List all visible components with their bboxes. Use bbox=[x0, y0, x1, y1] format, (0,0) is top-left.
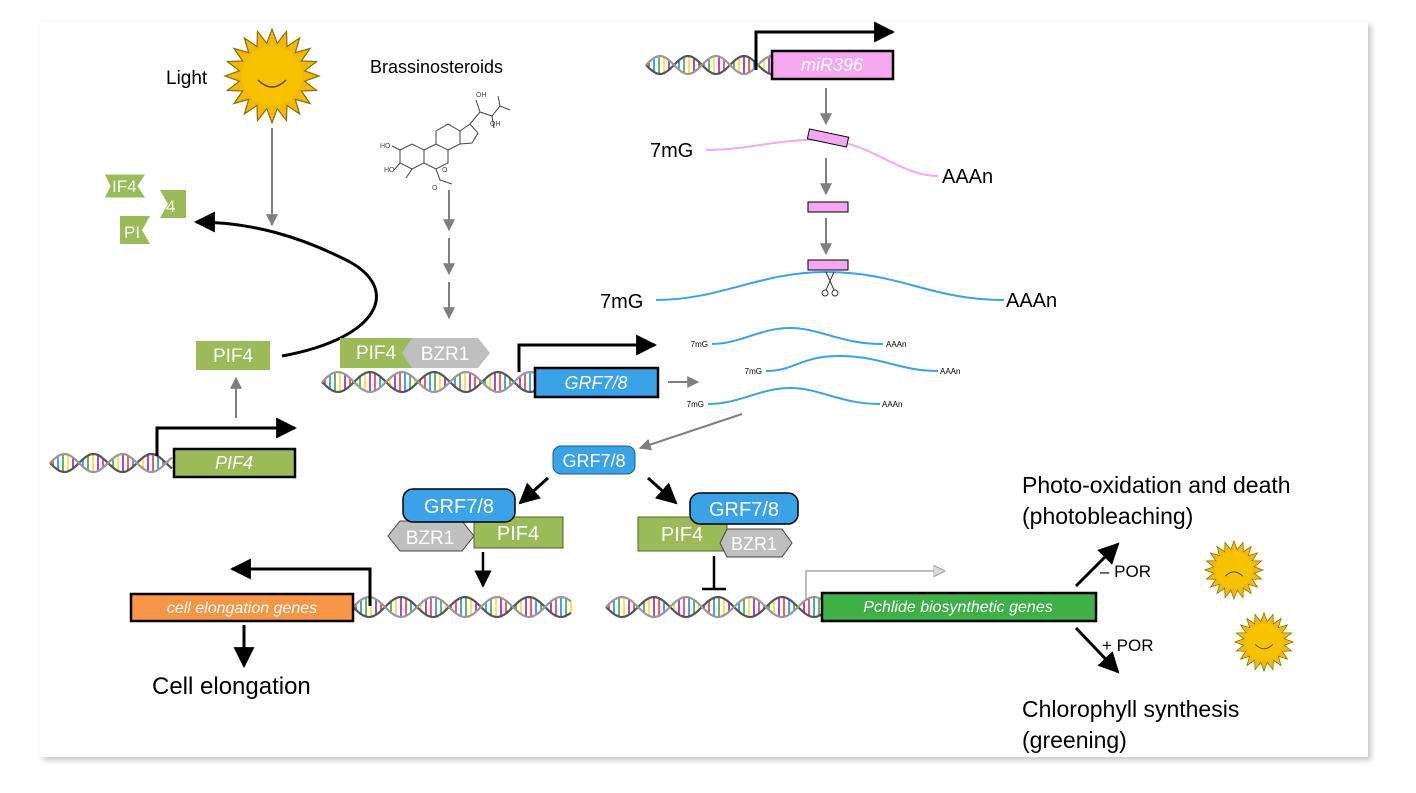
cell-elongation-genes bbox=[129, 592, 355, 623]
fragment-label: IF4 bbox=[112, 177, 137, 196]
degraded-pif4-fragments: IF4 4 PI bbox=[103, 173, 186, 244]
grf78-protein-activating bbox=[402, 488, 516, 523]
mir396-gene bbox=[770, 49, 895, 81]
target-mrna-cap: 7mG bbox=[600, 291, 643, 313]
sun-icon bbox=[1233, 611, 1295, 673]
grf78-protein-label: GRF7/8 bbox=[562, 451, 625, 471]
grf78-to-activation-arrow bbox=[518, 476, 549, 505]
svg-text:AAAn: AAAn bbox=[940, 367, 960, 376]
pchlide-genes-label: Pchlide biosynthetic genes bbox=[863, 599, 1052, 616]
dna-helix-icon bbox=[321, 370, 535, 394]
bzr1-activating-label: BZR1 bbox=[406, 528, 455, 549]
fragment-label: PI bbox=[124, 223, 140, 242]
minus-por-label: – POR bbox=[1100, 562, 1151, 581]
grf78-protein-repressing bbox=[689, 492, 799, 525]
pif4-gene-label: PIF4 bbox=[215, 453, 253, 473]
pri-mirna-polya: AAAn bbox=[942, 166, 993, 188]
bzr1-bound-label: BZR1 bbox=[421, 344, 470, 365]
plus-por-arrow bbox=[1074, 626, 1120, 674]
repression-bar bbox=[702, 556, 726, 591]
photo-oxidation-label: Photo-oxidation and death bbox=[1022, 472, 1291, 498]
pif4-activating-label: PIF4 bbox=[497, 523, 539, 545]
mir396-promoter-arrow bbox=[754, 21, 896, 70]
dna-helix-icon bbox=[352, 595, 572, 619]
grf78-gene bbox=[533, 366, 660, 399]
pif4-repressing-label: PIF4 bbox=[661, 524, 703, 546]
plus-por-label: + POR bbox=[1102, 636, 1154, 655]
dna-helix-icon bbox=[49, 452, 173, 474]
sun-icon bbox=[1203, 539, 1265, 601]
pif4-protein-label: PIF4 bbox=[213, 346, 254, 367]
pif4-bound-label: PIF4 bbox=[356, 343, 397, 364]
grf78-to-repression-arrow bbox=[647, 476, 678, 505]
dna-helix-icon bbox=[645, 54, 773, 76]
scissors-icon bbox=[821, 271, 839, 297]
grf78-activating-label: GRF7/8 bbox=[424, 496, 494, 518]
svg-text:AAAn: AAAn bbox=[882, 400, 902, 409]
pchlide-biosynthetic-genes bbox=[820, 591, 1098, 623]
figure-frame bbox=[40, 22, 1368, 757]
svg-text:7mG: 7mG bbox=[745, 367, 762, 376]
brassinosteroid-structure-icon: HO HO O O OH OH bbox=[380, 92, 511, 192]
dna-helix-icon bbox=[605, 595, 823, 619]
mirna-duplex bbox=[806, 128, 850, 148]
grf78-repressing-label: GRF7/8 bbox=[709, 499, 779, 521]
pif4-promoter-arrow bbox=[155, 417, 298, 456]
svg-text:AAAn: AAAn bbox=[886, 340, 906, 349]
fragment-label: 4 bbox=[166, 197, 175, 216]
svg-text:OH: OH bbox=[490, 121, 501, 128]
svg-text:HO: HO bbox=[384, 167, 395, 174]
degradation-arrow bbox=[193, 211, 378, 358]
chlorophyll-synthesis-label: Chlorophyll synthesis bbox=[1022, 696, 1239, 722]
photobleaching-label: (photobleaching) bbox=[1022, 503, 1193, 529]
mir396-gene-label: miR396 bbox=[801, 55, 864, 75]
pchlide-promoter-arrow bbox=[805, 571, 944, 600]
light-label: Light bbox=[166, 68, 208, 89]
target-mrna-polya: AAAn bbox=[1006, 290, 1057, 312]
brassinosteroids-label: Brassinosteroids bbox=[370, 57, 503, 77]
minus-por-arrow bbox=[1074, 542, 1120, 588]
grf78-protein bbox=[552, 445, 636, 475]
bzr1-protein-bound bbox=[402, 338, 490, 368]
mir396-bound bbox=[807, 259, 849, 271]
pif4-protein bbox=[196, 341, 270, 370]
mature-mir396 bbox=[807, 201, 849, 213]
svg-text:HO: HO bbox=[380, 143, 391, 150]
bzr1-protein-repressing bbox=[719, 528, 793, 558]
svg-text:O: O bbox=[432, 185, 438, 192]
translation-arrow bbox=[638, 413, 743, 451]
grf78-transcripts: 7mG AAAn 7mG AAAn 7mG AAAn bbox=[687, 326, 960, 409]
svg-text:7mG: 7mG bbox=[687, 400, 704, 409]
svg-text:OH: OH bbox=[476, 92, 487, 99]
cell-elongation-genes-label: cell elongation genes bbox=[167, 600, 317, 617]
cell-elongation-label: Cell elongation bbox=[152, 673, 311, 700]
grf78-promoter-arrow bbox=[517, 334, 658, 372]
sun-icon bbox=[223, 27, 321, 125]
svg-text:O: O bbox=[442, 167, 448, 174]
pri-mirna-cap: 7mG bbox=[650, 140, 693, 162]
svg-text:7mG: 7mG bbox=[691, 340, 708, 349]
pif4-gene bbox=[172, 447, 297, 479]
bzr1-repressing-label: BZR1 bbox=[731, 534, 777, 554]
cell-elongation-promoter-arrow bbox=[229, 558, 372, 606]
pif4-protein-bound bbox=[340, 338, 412, 368]
grf78-gene-label: GRF7/8 bbox=[564, 373, 627, 393]
greening-label: (greening) bbox=[1022, 727, 1127, 753]
